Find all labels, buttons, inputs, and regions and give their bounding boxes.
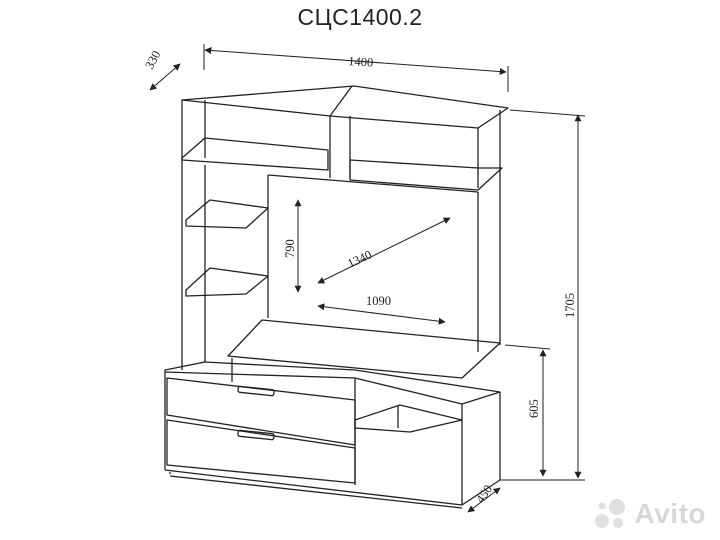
top-panel: [181, 85, 509, 129]
tv-diagonal-dim-line: [317, 217, 451, 284]
height-base-label: 605: [527, 399, 541, 418]
middle-shelf-right: [349, 159, 503, 191]
drawers: [166, 377, 356, 484]
drawing-title: СЦС1400.2: [297, 4, 423, 30]
depth-top-label: 330: [142, 48, 163, 71]
stand-top-surface: [227, 319, 501, 379]
width-dim-line: [204, 46, 507, 76]
watermark-text: Avito: [634, 498, 706, 529]
stand-top: [227, 319, 501, 382]
depth-base-dim-line: [467, 487, 501, 513]
tv-width-dim-line: [317, 303, 446, 325]
watermark: Avito: [593, 494, 706, 534]
width-label: 1400: [348, 54, 374, 70]
depth-top-dim-line: [149, 63, 181, 91]
tv-width-label: 1090: [366, 294, 391, 308]
upper-hutch: [181, 85, 509, 191]
drawer-handle-top: [237, 385, 275, 397]
tv-diagonal-label: 1340: [345, 247, 374, 270]
drawer-top: [166, 377, 356, 446]
avito-dots-logo-icon: [594, 499, 625, 528]
middle-shelf-left: [181, 137, 329, 171]
corner-shelf-lower: [185, 267, 269, 297]
side-column: [181, 160, 269, 370]
tv-back-panel: [267, 170, 501, 352]
drawer-bottom: [166, 419, 356, 484]
open-shelf: [354, 404, 463, 433]
drawer-handle-bottom: [237, 429, 275, 441]
tv-height-label: 790: [283, 239, 297, 258]
height-total-label: 1705: [563, 293, 577, 318]
corner-shelf-upper: [185, 199, 269, 229]
